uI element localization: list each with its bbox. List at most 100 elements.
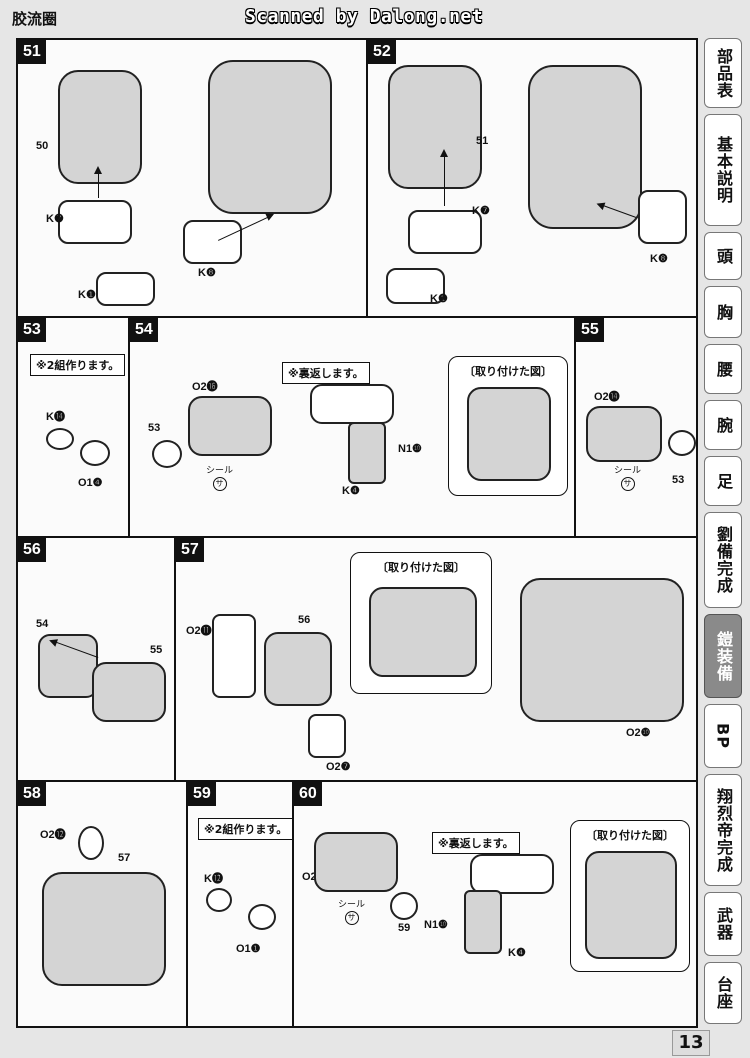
step-56-panel: 56 54 55 [18,538,176,780]
part-label: K❹ [342,485,360,497]
part-label: K⓮ [46,411,65,423]
part-label: K❹ [508,947,526,959]
assembly-arrow [444,151,445,206]
flip-over-note: ※裏返します。 [432,832,520,854]
step-52-panel: 52 51 K❼ K❶ K❽ [368,40,700,316]
scanner-credit: Scanned by Dalong.net [245,6,484,27]
sticker-label: シールサ [614,466,641,491]
sticker-sa-icon: サ [620,477,635,491]
dragon-horn-part-illustration [212,614,256,698]
instruction-page: 51 50 K❼ K❶ K❽ 52 51 K❼ K❶ K❽ [16,38,698,1028]
step-number: 56 [18,538,46,562]
callout-title: 〔取り付けた図〕 [586,829,674,842]
tab-head[interactable]: 頭 [704,232,742,280]
part-label: 57 [118,852,131,864]
part-label: K❶ [430,293,448,305]
part-label: 51 [476,135,489,147]
tab-stand[interactable]: 台座 [704,962,742,1024]
part-label: 59 [398,922,411,934]
step-number: 57 [176,538,204,562]
sticker-label: シールサ [206,466,233,491]
step-59-panel: 59 ※2組作ります。 K⓬ O1❶ [188,782,294,1026]
attached-view-illustration [467,387,551,481]
part-label: O1❶ [236,943,261,955]
part-label: O1❹ [78,477,103,489]
assembly-56-illustration [264,632,332,706]
part-label: K❼ [46,213,64,225]
part-label: N1❿ [398,443,422,455]
part-label: O2❿ [626,727,651,739]
tab-weapons[interactable]: 武器 [704,892,742,956]
joint-cap-illustration [668,430,696,456]
part-label: K❽ [198,267,216,279]
hip-armor-illustration [470,854,554,894]
assembly-54-illustration [38,634,98,698]
part-label: 53 [672,474,685,486]
leg-assembly-illustration [58,70,142,184]
tab-arm[interactable]: 腕 [704,400,742,450]
joint-cap-illustration [152,440,182,468]
step-number: 59 [188,782,216,806]
row-steps-56-57: 56 54 55 57 O2⓫ 56 O2❼ 〔取り付けた図〕 O2❿ [16,536,698,782]
joint-cap-illustration [206,888,232,912]
part-label: K❽ [650,253,668,265]
skirt-plate-illustration [464,890,502,954]
shoulder-armor-illustration [586,406,662,462]
step-number: 58 [18,782,46,806]
tab-waist[interactable]: 腰 [704,344,742,394]
step-54-panel: 54 O2⓰ 53 シールサ ※裏返します。 N1❿ K❹ 〔取り付けた図〕 [130,318,576,536]
tab-armor-equip[interactable]: 鎧装備 [704,614,742,698]
joint-ring-illustration [80,440,110,466]
step-number: 51 [18,40,46,64]
part-k7-illustration [408,210,482,254]
tab-chest[interactable]: 胸 [704,286,742,338]
tab-leg[interactable]: 足 [704,456,742,506]
tab-shoretsutei-complete[interactable]: 翔烈帝完成 [704,774,742,886]
row-steps-58-60: 58 O2⓬ 57 59 ※2組作ります。 K⓬ O1❶ 60 O2⓯ シールサ… [16,780,698,1028]
part-label: O2❼ [326,761,351,773]
build-two-note: ※2組作ります。 [30,354,126,376]
leg-assembly-illustration [528,65,642,229]
part-label: K❶ [78,289,96,301]
page-number: 13 [672,1030,710,1056]
tab-basic-instructions[interactable]: 基本説明 [704,114,742,226]
tab-liubei-complete[interactable]: 劉備完成 [704,512,742,608]
part-k1-illustration [96,272,155,306]
row-steps-53-55: 53 ※2組作ります。 K⓮ O1❹ 54 O2⓰ 53 シールサ ※裏返します… [16,316,698,538]
sticker-label: シールサ [338,900,365,925]
assembly-55-illustration [92,662,166,722]
shoulder-armor-illustration [188,396,272,456]
part-k1-illustration [386,268,445,304]
section-title: 胶流圈 [12,10,58,28]
attached-view-callout: 〔取り付けた図〕 [448,356,568,496]
part-label: 55 [150,644,163,656]
attached-view-illustration [585,851,677,959]
attached-view-callout: 〔取り付けた図〕 [350,552,492,694]
part-label: O2⓫ [186,625,212,637]
part-label: O2⓰ [192,381,218,393]
attached-view-callout: 〔取り付けた図〕 [570,820,690,972]
sticker-sa-icon: サ [344,911,359,925]
tab-bp[interactable]: BP [704,704,742,768]
step-53-panel: 53 ※2組作ります。 K⓮ O1❹ [18,318,130,536]
joint-ring-illustration [248,904,276,930]
part-label: K❼ [472,205,490,217]
joint-cap-illustration [390,892,418,920]
dragon-crest-part-illustration [78,826,104,860]
attached-view-illustration [369,587,477,677]
step-58-panel: 58 O2⓬ 57 [18,782,188,1026]
dragon-arm-assembly-illustration [520,578,684,722]
step-57-panel: 57 O2⓫ 56 O2❼ 〔取り付けた図〕 O2❿ [176,538,700,780]
leg-assembly-illustration [388,65,482,189]
step-number: 53 [18,318,46,342]
shoulder-armor-illustration [314,832,398,892]
part-label: K⓬ [204,873,223,885]
hip-armor-illustration [310,384,394,424]
leg-assembly-illustration [208,60,332,214]
tab-parts-list[interactable]: 部品表 [704,38,742,108]
build-two-note: ※2組作ります。 [198,818,292,840]
joint-cap-illustration [46,428,74,450]
part-label: 54 [36,618,49,630]
part-label: O2⓮ [594,391,620,403]
